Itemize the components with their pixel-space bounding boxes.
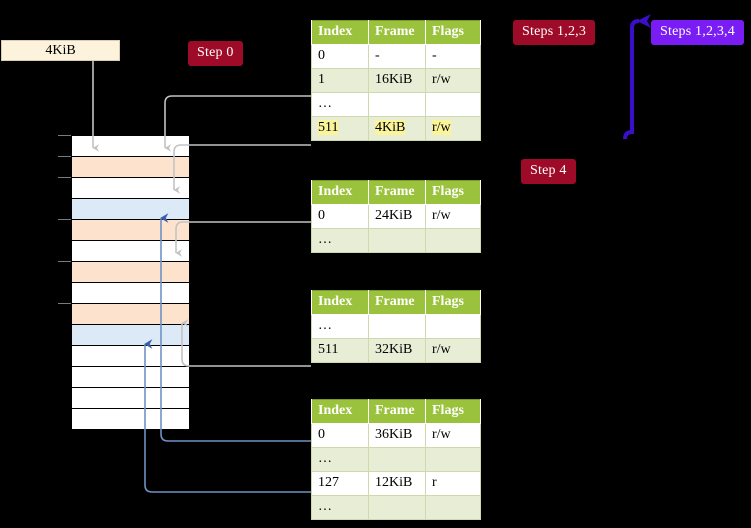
memory-frame-row — [72, 219, 189, 240]
table-cell: r/w — [425, 338, 481, 363]
table-row: … — [311, 495, 481, 520]
memory-tick-marks — [58, 135, 71, 304]
highlighted-value: r/w — [432, 120, 451, 135]
badge-steps-1-2-3-4: Steps 1,2,3,4 — [651, 20, 744, 45]
table-cell — [368, 92, 426, 117]
frame-4kib-box: 4KiB — [1, 40, 120, 61]
table-cell: - — [368, 44, 426, 69]
table-cell: 0 — [311, 204, 369, 229]
table-cell: 0 — [311, 44, 369, 69]
table-cell: 32KiB — [368, 338, 426, 363]
table-cell: … — [311, 314, 369, 339]
table-cell — [425, 228, 481, 253]
table-row: 511 4KiB r/w — [311, 116, 481, 141]
column-header-frame: Frame — [368, 290, 426, 315]
column-header-flags: Flags — [425, 399, 481, 424]
table-cell — [368, 447, 426, 472]
table-cell: r/w — [425, 204, 481, 229]
memory-frame-row — [72, 156, 189, 177]
column-header-flags: Flags — [425, 290, 481, 315]
column-header-index: Index — [311, 180, 369, 205]
table-cell — [425, 447, 481, 472]
table-cell: - — [425, 44, 481, 69]
badge-step-4: Step 4 — [521, 159, 576, 184]
memory-frame-row — [72, 345, 189, 366]
memory-frame-row — [72, 240, 189, 261]
table-cell: … — [311, 495, 369, 520]
highlighted-value: 511 — [318, 120, 339, 135]
physical-memory-column — [71, 135, 190, 430]
highlighted-value: 4KiB — [375, 120, 406, 135]
column-header-index: Index — [311, 20, 369, 45]
table-cell: r/w — [425, 68, 481, 93]
table-cell: 12KiB — [368, 471, 426, 496]
table-cell: 511 — [311, 338, 369, 363]
memory-frame-row — [72, 135, 189, 156]
memory-frame-row — [72, 198, 189, 219]
badge-steps-1-2-3: Steps 1,2,3 — [513, 20, 596, 45]
table-row: … — [311, 314, 481, 339]
table-cell: 24KiB — [368, 204, 426, 229]
table-cell: 1 — [311, 68, 369, 93]
memory-frame-row — [72, 261, 189, 282]
table-row: … — [311, 228, 481, 253]
table-cell: 511 — [311, 116, 369, 141]
steps-bracket-arrow — [623, 13, 652, 140]
table-cell: 127 — [311, 471, 369, 496]
column-header-frame: Frame — [368, 180, 426, 205]
memory-frame-row — [72, 282, 189, 303]
table-cell — [368, 228, 426, 253]
table-cell: 0 — [311, 423, 369, 448]
column-header-index: Index — [311, 290, 369, 315]
column-header-index: Index — [311, 399, 369, 424]
column-header-flags: Flags — [425, 180, 481, 205]
table-row: … — [311, 447, 481, 472]
table-cell: 4KiB — [368, 116, 426, 141]
table-cell — [368, 495, 426, 520]
memory-frame-row — [72, 366, 189, 387]
memory-frame-row — [72, 324, 189, 345]
column-header-frame: Frame — [368, 20, 426, 45]
frame-4kib-label: 4KiB — [45, 42, 76, 58]
table-cell — [425, 314, 481, 339]
column-header-frame: Frame — [368, 399, 426, 424]
table-cell — [425, 495, 481, 520]
column-header-flags: Flags — [425, 20, 481, 45]
memory-frame-row — [72, 303, 189, 324]
table-cell: r/w — [425, 423, 481, 448]
table-cell: 36KiB — [368, 423, 426, 448]
table-cell: … — [311, 447, 369, 472]
badge-step-0: Step 0 — [188, 41, 243, 66]
table-cell: r — [425, 471, 481, 496]
table-cell: … — [311, 92, 369, 117]
table-cell: 16KiB — [368, 68, 426, 93]
memory-frame-row — [72, 177, 189, 198]
memory-frame-row — [72, 408, 189, 429]
table-row: 0-- — [311, 44, 481, 69]
table-cell: r/w — [425, 116, 481, 141]
table-cell: … — [311, 228, 369, 253]
table-row: … — [311, 92, 481, 117]
table-cell — [368, 314, 426, 339]
table-cell — [425, 92, 481, 117]
memory-frame-row — [72, 387, 189, 408]
